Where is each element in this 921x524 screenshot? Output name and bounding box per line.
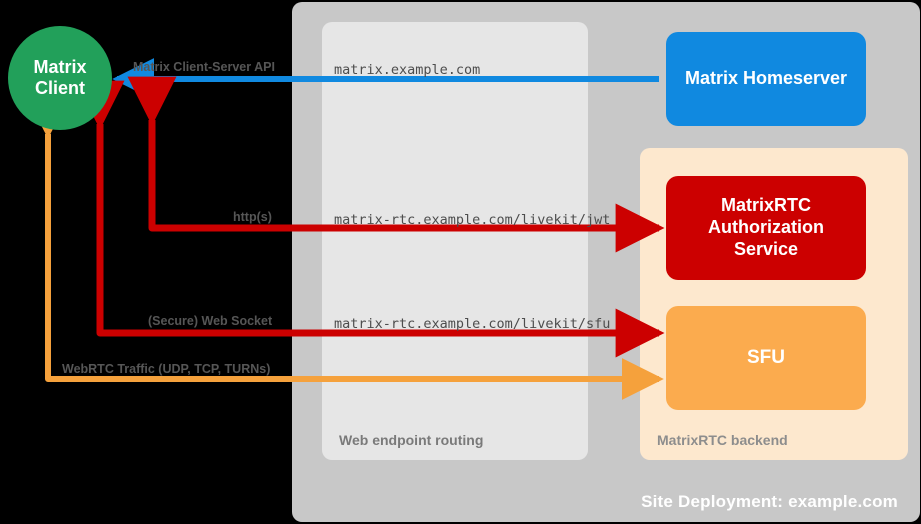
node-matrixrtc-authorization-service[interactable]: MatrixRTC Authorization Service [666,176,866,280]
matrix-client-label-line2: Client [34,78,85,98]
web-endpoint-routing-label: Web endpoint routing [339,432,484,448]
site-deployment-label: Site Deployment: example.com [641,492,898,511]
protocol-label-webrtc: WebRTC Traffic (UDP, TCP, TURNs) [62,362,271,376]
auth-service-label-line1: MatrixRTC [720,195,811,216]
node-sfu[interactable]: SFU [666,306,866,410]
sfu-label: SFU [747,347,785,369]
connector-webrtc-to-sfu [27,96,664,400]
matrix-client-label-line1: Matrix [33,56,87,77]
endpoint-matrix-host: matrix.example.com [334,62,481,78]
auth-service-label-line2: Authorization [708,217,824,238]
protocol-label-client-server-api: Matrix Client-Server API [133,60,275,74]
node-matrix-client[interactable]: Matrix Client [8,26,112,130]
protocol-label-web-socket: (Secure) Web Socket [148,314,273,328]
matrix-homeserver-label: Matrix Homeserver [684,68,848,89]
endpoint-livekit-jwt: matrix-rtc.example.com/livekit/jwt [334,212,611,228]
endpoint-livekit-sfu: matrix-rtc.example.com/livekit/sfu [334,316,611,332]
node-matrix-homeserver[interactable]: Matrix Homeserver [666,32,866,126]
protocol-label-https: http(s) [233,210,272,224]
matrixrtc-backend-label: MatrixRTC backend [657,432,788,448]
auth-service-label-line3: Service [733,238,799,259]
